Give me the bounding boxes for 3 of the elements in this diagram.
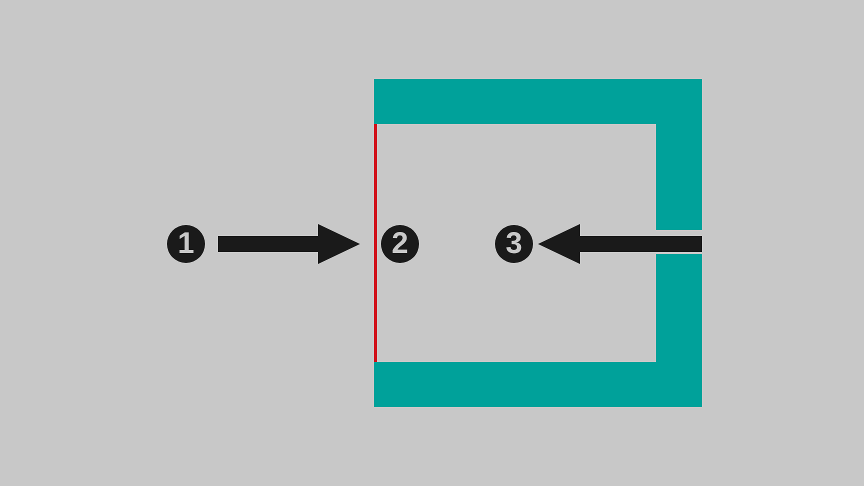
callout-number: 1	[167, 225, 205, 263]
callout-number: 2	[381, 225, 419, 263]
callout-number: 3	[495, 225, 533, 263]
